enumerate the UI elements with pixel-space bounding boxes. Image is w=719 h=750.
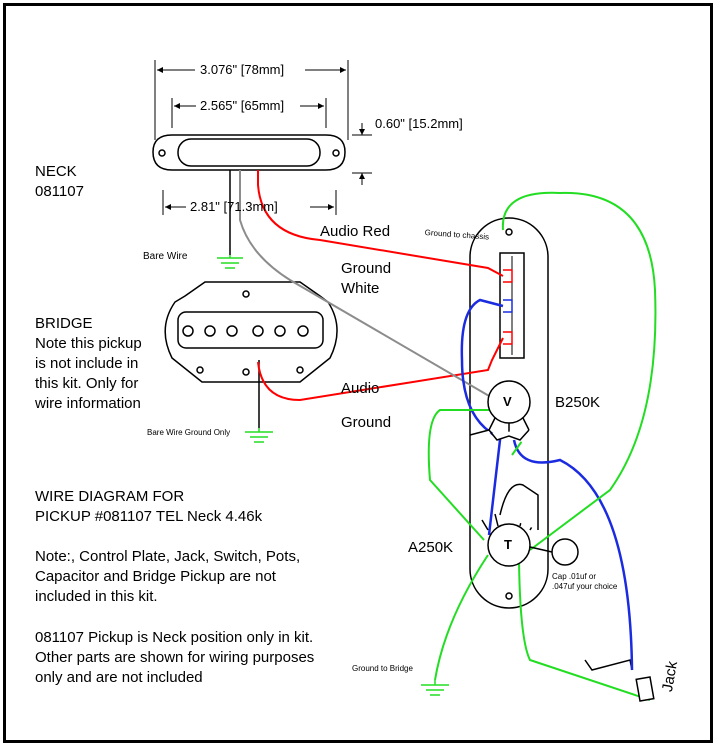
audio-label: Audio — [341, 380, 380, 397]
lead-spacing-label: 2.81" [71.3mm] — [190, 199, 278, 214]
ground-to-bridge-label: Ground to Bridge — [352, 664, 413, 673]
bridge-ground-label: Bare Wire Ground Only — [147, 428, 231, 437]
neck-model: 081107 — [35, 183, 84, 200]
mount-spacing-label: 2.565" [65mm] — [200, 98, 285, 113]
output-jack — [635, 676, 655, 702]
ground-white-label-1: Ground — [341, 260, 392, 277]
gray-wire — [239, 170, 497, 401]
bridge-title: BRIDGE — [35, 315, 93, 332]
switch-lugs — [503, 269, 513, 345]
height-label: 0.60" [15.2mm] — [375, 116, 463, 131]
bridge-note: Note this pickup is not include in this … — [35, 335, 142, 412]
green-wires — [427, 191, 657, 701]
position-note: 081107 Pickup is Neck position only in k… — [35, 629, 315, 686]
volume-pot-label: B250K — [555, 394, 601, 411]
kit-note: Note:, Control Plate, Jack, Switch, Pots… — [35, 548, 301, 605]
neck-pickup — [152, 134, 346, 171]
tone-pot-label: A250K — [408, 539, 454, 556]
tone-pot — [481, 483, 539, 567]
ground-white-label-2: White — [341, 280, 380, 297]
diagram-frame — [3, 3, 713, 743]
neck-title: NECK — [35, 163, 77, 180]
overall-length-label: 3.076" [78mm] — [200, 62, 285, 77]
dimension-lines — [154, 60, 372, 215]
volume-pot — [469, 380, 531, 441]
title-line-2: PICKUP #081107 TEL Neck 4.46k — [35, 508, 263, 525]
ground-label: Ground — [341, 414, 392, 431]
ground-symbols — [217, 255, 449, 696]
volume-symbol: V — [503, 394, 512, 409]
capacitor — [529, 538, 579, 566]
bare-wire-label: Bare Wire — [143, 251, 188, 262]
red-wires — [257, 170, 504, 402]
tone-symbol: T — [504, 537, 512, 552]
bridge-pickup — [164, 281, 338, 383]
audio-red-label: Audio Red — [320, 223, 391, 240]
capacitor-label: Cap .01uf or .047uf your choice — [552, 572, 618, 591]
title-line-1: WIRE DIAGRAM FOR — [35, 488, 185, 505]
blue-wires — [460, 298, 634, 671]
